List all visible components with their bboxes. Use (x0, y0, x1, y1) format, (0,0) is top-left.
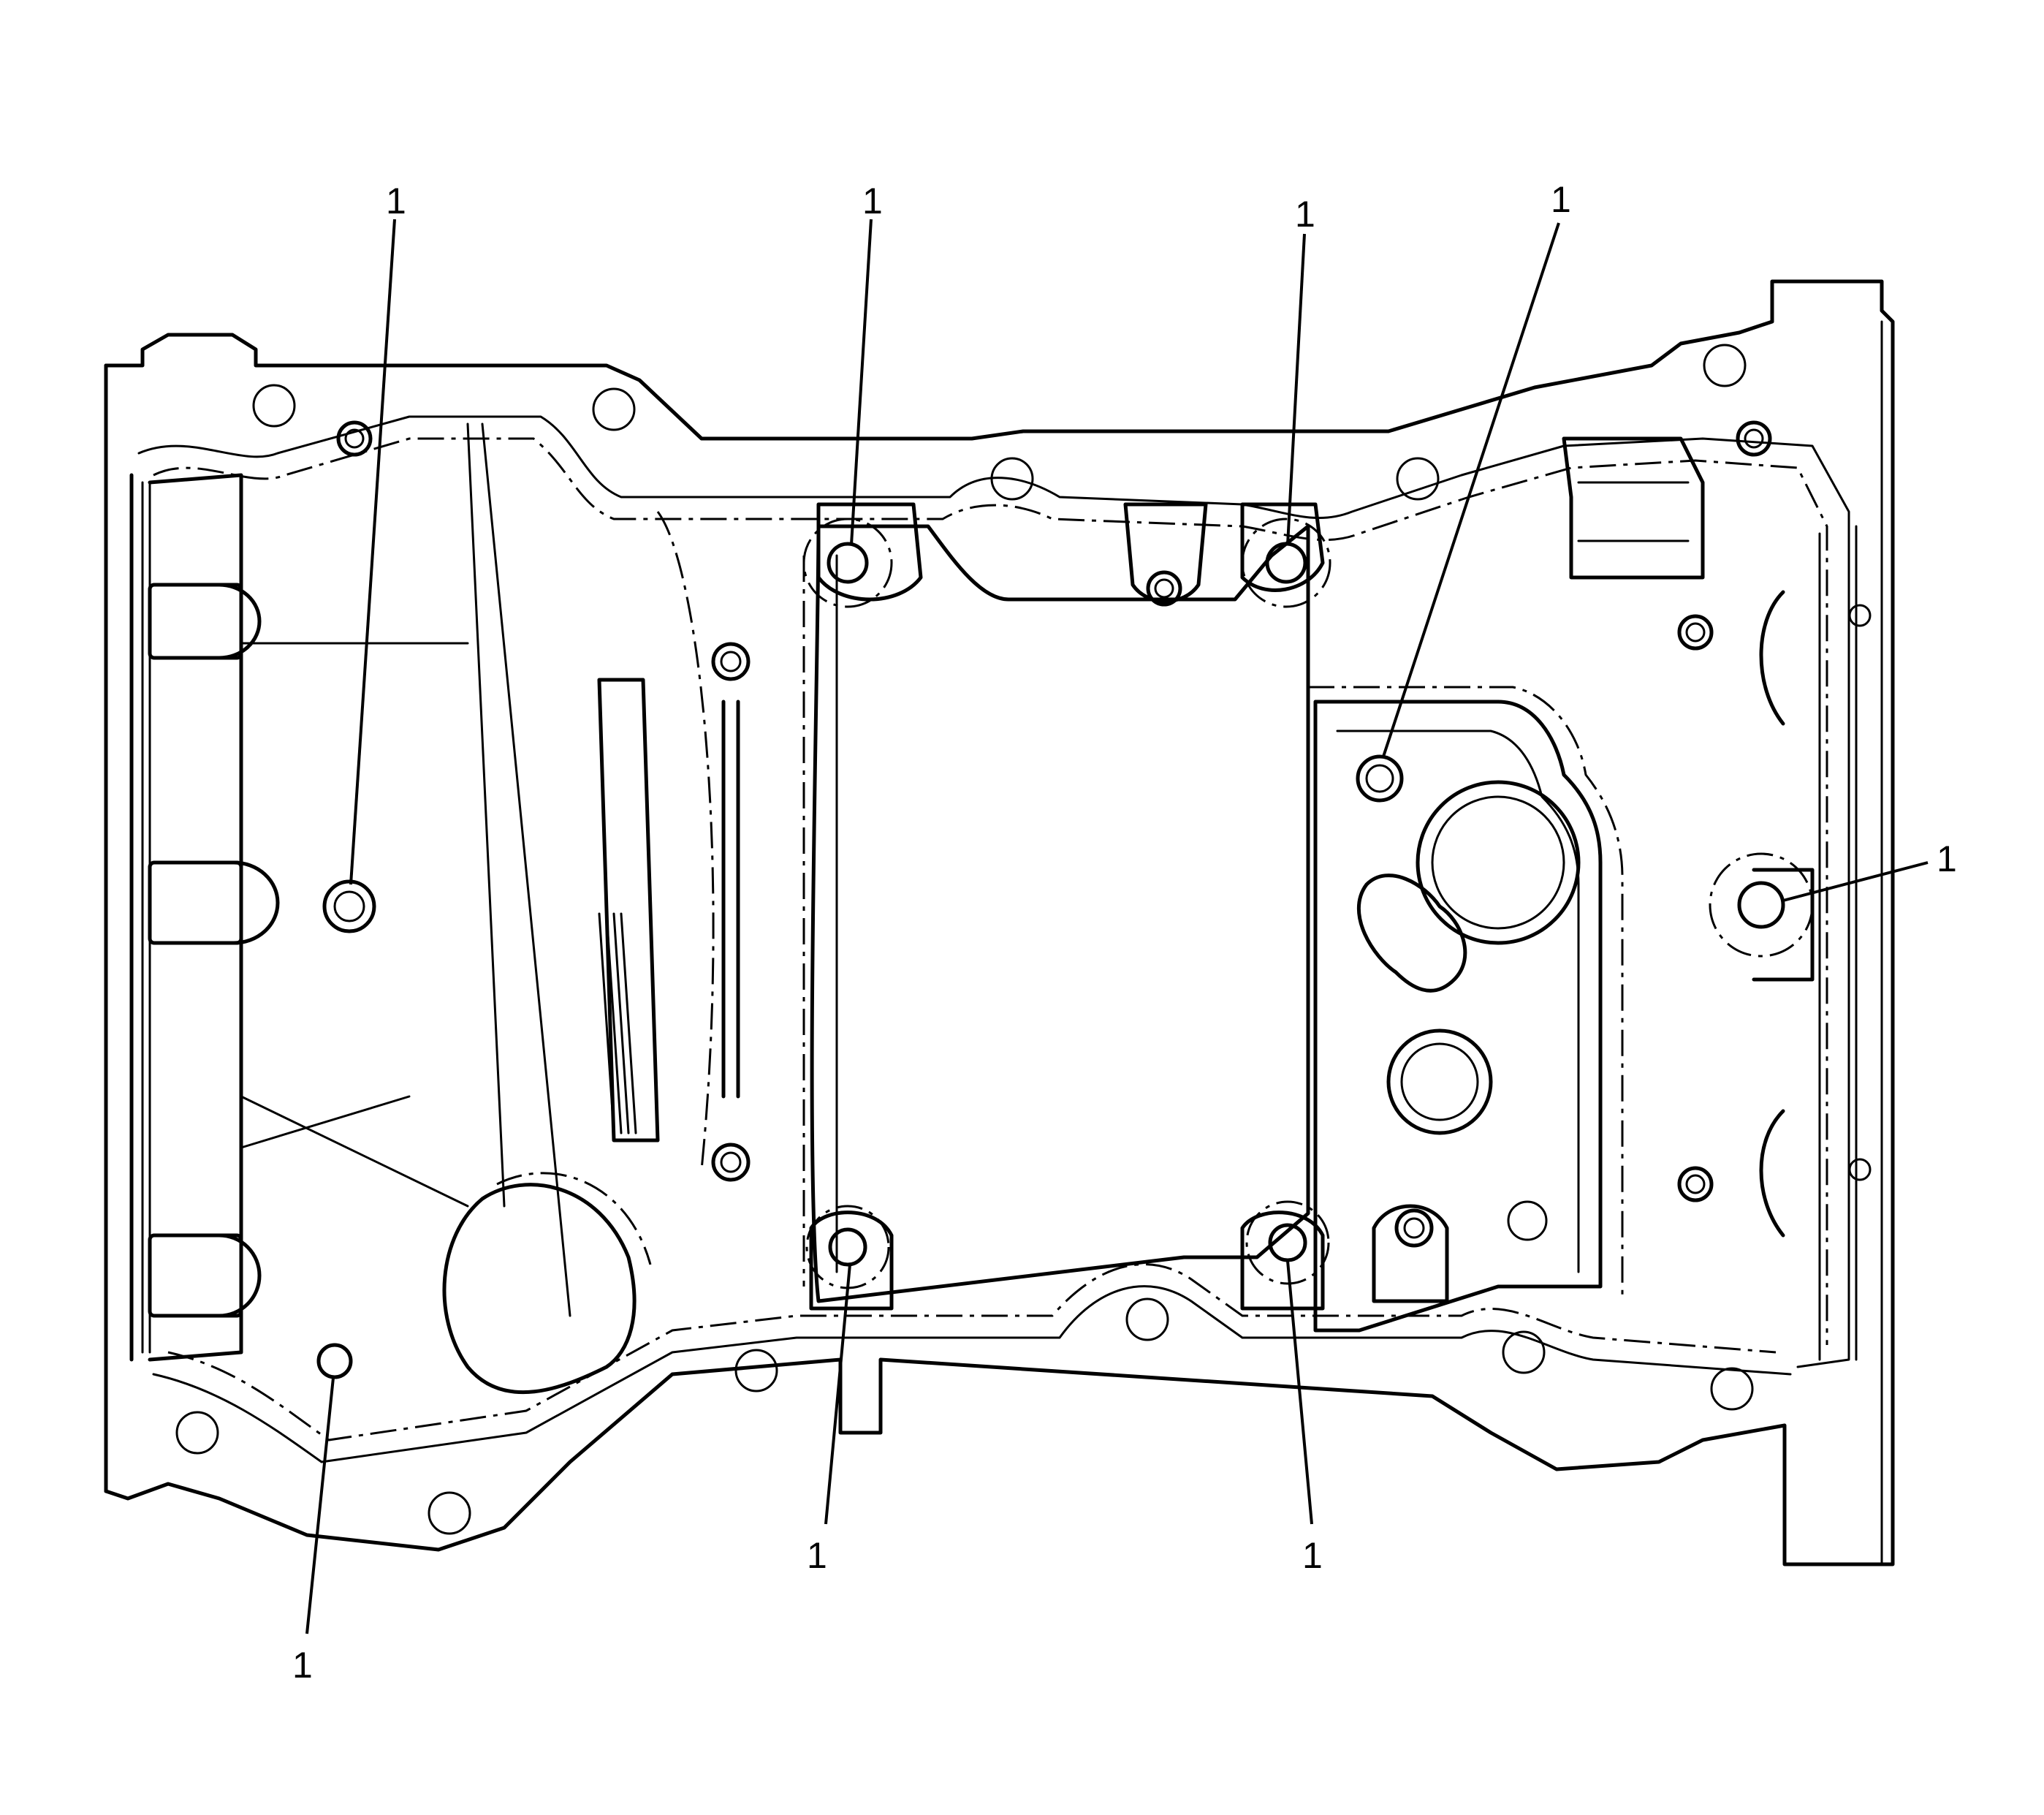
bottom-flange-inner-line (152, 1285, 1792, 1463)
callout-label-c6: 1 (807, 1535, 827, 1576)
center-slant-line (481, 423, 571, 1317)
bolt-center-upper-left (802, 518, 893, 608)
leader-line-c6 (824, 1264, 851, 1525)
bolt-center-upper-right (1241, 518, 1331, 608)
flange-hole-bottom-5 (1502, 1330, 1546, 1374)
flange-hole-top-4 (1396, 457, 1440, 501)
leader-line-c2 (850, 219, 873, 545)
top-right-bracket (1562, 436, 1705, 580)
lower-mid-pocket (1240, 1210, 1325, 1311)
callout-label-c7: 1 (1302, 1535, 1323, 1576)
flange-hole-bottom-4 (1125, 1297, 1169, 1341)
flange-hole-bottom-3 (734, 1349, 778, 1392)
fastener-left-upper (711, 642, 751, 681)
flange-hole-top-5 (1703, 344, 1747, 387)
lower-right-pocket (1372, 1204, 1449, 1303)
right-panel (1313, 700, 1603, 1333)
flange-hole-bottom-6 (1710, 1367, 1754, 1411)
left-boss-top (148, 583, 262, 660)
flange-hole-right-2 (1848, 1158, 1872, 1181)
right-panel-inner (1336, 730, 1580, 1273)
bottom-flange-dash-line (167, 1263, 1777, 1441)
top-flange-dash-line (153, 437, 1828, 1345)
upper-left-pocket (816, 502, 923, 602)
center-slant-dash (656, 511, 715, 1170)
top-right-bracket-inner (1577, 481, 1690, 542)
fastener-upper-mid (1146, 570, 1182, 607)
center-rib-block (597, 678, 660, 1143)
flange-hole-top-2 (592, 387, 636, 431)
left-boss-middle (148, 860, 280, 945)
fastener-top-right (1736, 420, 1772, 457)
bolt-left-middle (322, 879, 376, 933)
leader-line-c7 (1286, 1260, 1313, 1525)
left-boss-bottom (148, 1233, 262, 1318)
sump-bulge (442, 1183, 637, 1395)
flange-hole-top-1 (252, 384, 296, 428)
fastener-right-lower (1677, 1166, 1714, 1202)
flange-hole-bottom-1 (175, 1411, 219, 1455)
fastener-right-panel (1507, 1200, 1548, 1241)
sump-bulge-dash (496, 1172, 652, 1265)
right-cup-upper (1759, 590, 1785, 726)
right-cup-lower (1759, 1109, 1785, 1238)
right-boss-middle (1752, 868, 1815, 982)
fastener-right-upper (1677, 614, 1714, 651)
center-rib-lines (598, 912, 637, 1134)
flange-hole-top-3 (990, 457, 1034, 501)
callout-label-c5: 1 (1937, 838, 1957, 879)
left-chamber-diagonals (240, 423, 506, 1208)
right-panel-dash (1308, 686, 1624, 1301)
callout-label-c2: 1 (862, 181, 883, 221)
bolt-right-panel-upper (1356, 754, 1404, 803)
callout-label-c3: 1 (1295, 194, 1315, 235)
flange-hole-right-1 (1848, 604, 1872, 627)
callout-label-c4: 1 (1551, 179, 1571, 220)
callout-label-c1: 1 (386, 181, 406, 221)
leader-line-c3 (1286, 233, 1306, 545)
oil-passage-keyhole (1356, 874, 1467, 993)
leader-line-c5 (1782, 861, 1929, 902)
upper-mid-pocket-2 (1240, 502, 1325, 592)
leader-line-c1 (349, 219, 396, 885)
fastener-lower-mid (1394, 1208, 1434, 1248)
leader-line-c8 (305, 1377, 335, 1634)
upper-mid-pocket (1123, 502, 1208, 603)
top-flange-inner-line (137, 415, 1850, 1368)
bolt-right-side-middle (1709, 852, 1814, 958)
oil-pickup-ring (1416, 780, 1581, 945)
leader-line-c4 (1382, 222, 1560, 757)
oil-port-lower (1386, 1028, 1493, 1135)
flange-hole-bottom-2 (428, 1491, 471, 1535)
fastener-top-left (336, 420, 373, 457)
bolt-left-bottom (316, 1343, 353, 1379)
fastener-left-lower (711, 1143, 751, 1182)
callout-label-c8: 1 (292, 1645, 313, 1686)
lower-left-pocket (809, 1210, 894, 1311)
bolt-center-lower-right (1245, 1200, 1330, 1285)
oil-pan-outer-flange (104, 279, 1895, 1566)
center-panel (810, 524, 1310, 1303)
left-chamber (148, 473, 243, 1362)
